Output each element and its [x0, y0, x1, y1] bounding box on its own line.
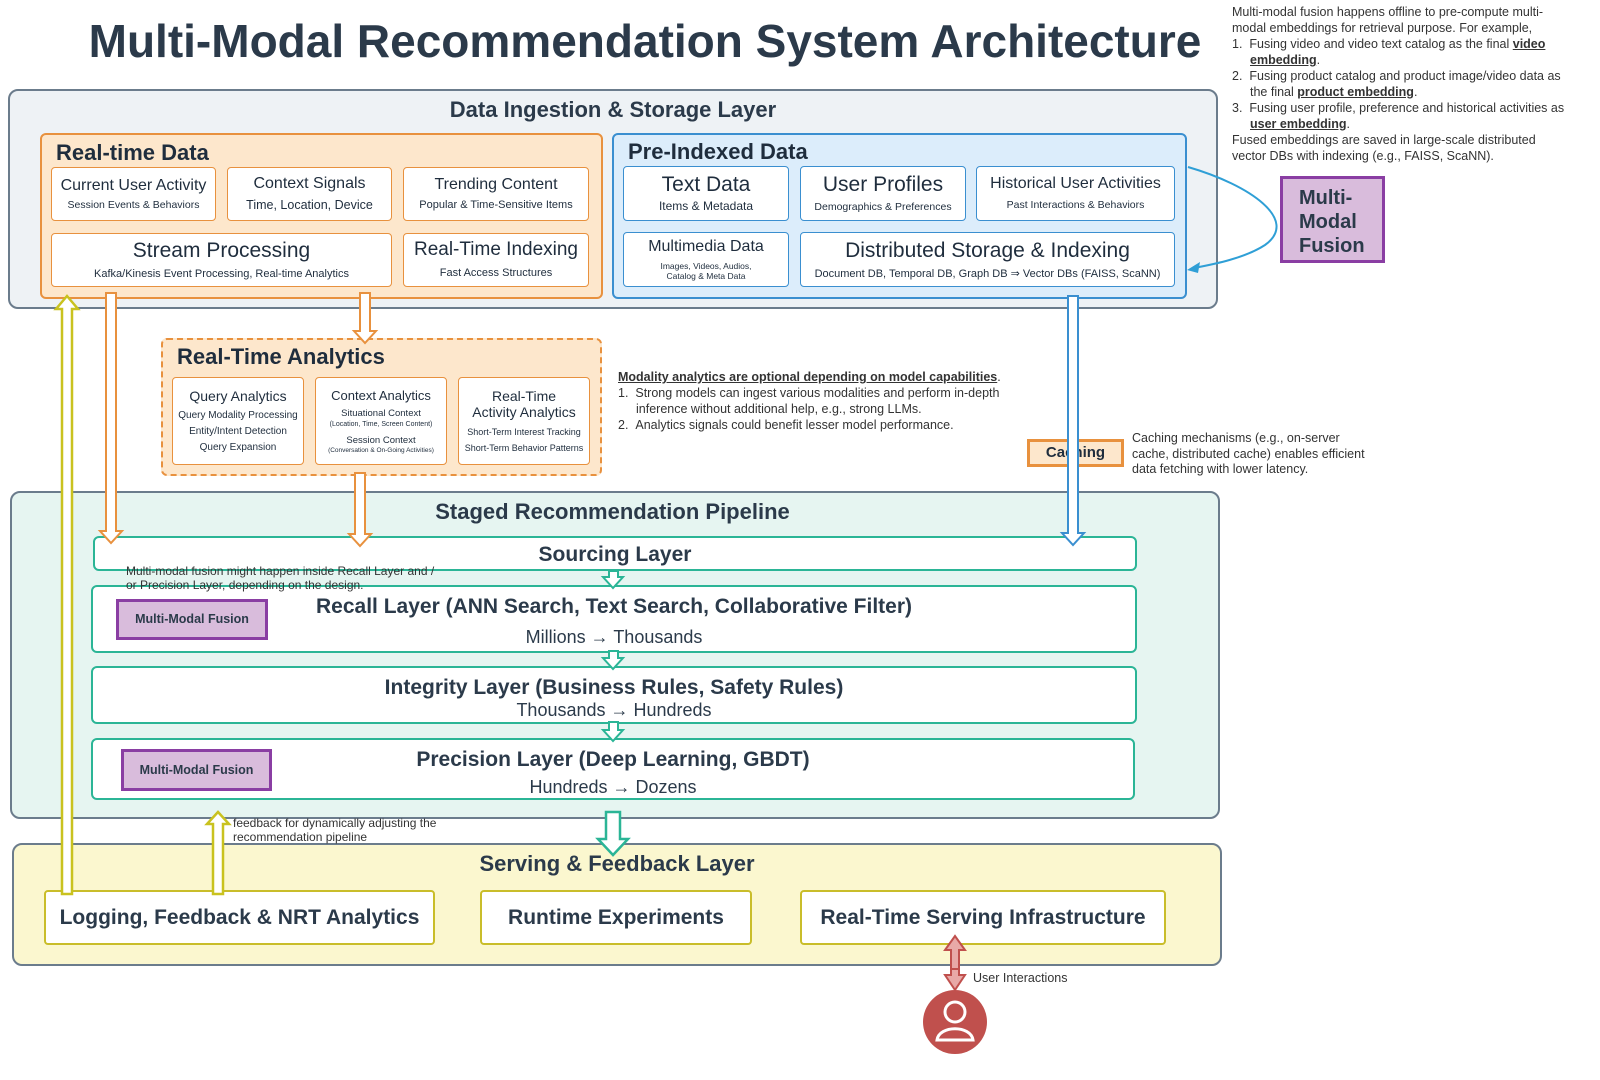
arrow-realtime-to-analytics: [351, 292, 379, 345]
user-interactions-label: User Interactions: [973, 971, 1068, 985]
user-avatar-icon: [923, 990, 987, 1054]
card-user-profiles: User Profiles Demographics & Preferences: [800, 166, 966, 221]
modality-note-heading: Modality analytics are optional dependin…: [618, 370, 998, 384]
card-context-signals: Context Signals Time, Location, Device: [227, 167, 392, 221]
fusion-note-intro: Multi-modal fusion happens offline to pr…: [1232, 5, 1544, 35]
card-distributed-storage-indexing: Distributed Storage & Indexing Document …: [800, 232, 1175, 287]
real-time-serving-box: Real-Time Serving Infrastructure: [800, 890, 1166, 945]
modality-note-item: 2. Analytics signals could benefit lesse…: [618, 418, 954, 432]
arrow-preindexed-to-sourcing: [1059, 295, 1087, 547]
fusion-note-item: 2. Fusing product catalog and product im…: [1232, 69, 1561, 99]
pipeline-fusion-note: Multi-modal fusion might happen inside R…: [126, 564, 435, 593]
fusion-note-outro: Fused embeddings are saved in large-scal…: [1232, 133, 1536, 163]
card-context-analytics: Context Analytics Situational Context (L…: [315, 377, 447, 465]
card-multimedia-data: Multimedia Data Images, Videos, Audios, …: [623, 232, 789, 287]
card-text-data: Text Data Items & Metadata: [623, 166, 789, 221]
caching-note: Caching mechanisms (e.g., on-server cach…: [1132, 431, 1365, 477]
card-real-time-indexing: Real-Time Indexing Fast Access Structure…: [403, 233, 589, 287]
ingestion-layer-title: Data Ingestion & Storage Layer: [449, 97, 777, 122]
arrow-sourcing-to-recall: [600, 570, 626, 590]
card-query-analytics: Query Analytics Query Modality Processin…: [172, 377, 304, 465]
arrow-precision-to-serving: [595, 810, 631, 857]
integrity-layer: Integrity Layer (Business Rules, Safety …: [91, 666, 1137, 724]
recall-multi-modal-fusion: Multi-Modal Fusion: [116, 599, 268, 640]
card-real-time-activity-analytics: Real-Time Activity Analytics Short-Term …: [458, 377, 590, 465]
arrow-realtime-to-sourcing: [97, 292, 125, 545]
arrow-recall-to-integrity: [600, 650, 626, 671]
arrow-fusion-loop: [1187, 166, 1278, 269]
fusion-note: Multi-modal fusion happens offline to pr…: [1232, 4, 1572, 164]
card-historical-user-activities: Historical User Activities Past Interact…: [976, 166, 1175, 221]
arrow-feedback-to-pipeline: [204, 810, 232, 896]
real-time-analytics-title: Real-Time Analytics: [177, 344, 385, 369]
card-trending-content: Trending Content Popular & Time-Sensitiv…: [403, 167, 589, 221]
preindexed-data-title: Pre-Indexed Data: [628, 139, 808, 164]
arrow-analytics-to-sourcing: [346, 472, 374, 548]
precision-multi-modal-fusion: Multi-Modal Fusion: [121, 749, 272, 791]
feedback-note: feedback for dynamically adjusting the r…: [233, 816, 437, 845]
fusion-note-item: 1. Fusing video and video text catalog a…: [1232, 37, 1546, 67]
arrow-logging-to-realtime: [53, 294, 81, 896]
modality-note: Modality analytics are optional dependin…: [618, 369, 1038, 433]
serving-layer-title: Serving & Feedback Layer: [479, 851, 755, 876]
card-current-user-activity: Current User Activity Session Events & B…: [51, 167, 216, 221]
card-stream-processing: Stream Processing Kafka/Kinesis Event Pr…: [51, 233, 392, 287]
logging-feedback-box: Logging, Feedback & NRT Analytics: [44, 890, 435, 945]
sourcing-layer: Sourcing Layer: [93, 536, 1137, 571]
page-title: Multi-Modal Recommendation System Archit…: [88, 15, 1202, 67]
runtime-experiments-box: Runtime Experiments: [480, 890, 752, 945]
arrow-fusion-loop-head: [1187, 262, 1200, 273]
pipeline-layer-title: Staged Recommendation Pipeline: [435, 499, 790, 524]
modality-note-item: 1. Strong models can ingest various moda…: [618, 386, 1000, 416]
realtime-data-title: Real-time Data: [56, 140, 209, 165]
arrow-integrity-to-precision: [600, 721, 626, 743]
multi-modal-fusion-box: Multi- Modal Fusion: [1280, 176, 1385, 263]
fusion-note-item: 3. Fusing user profile, preference and h…: [1232, 101, 1565, 131]
